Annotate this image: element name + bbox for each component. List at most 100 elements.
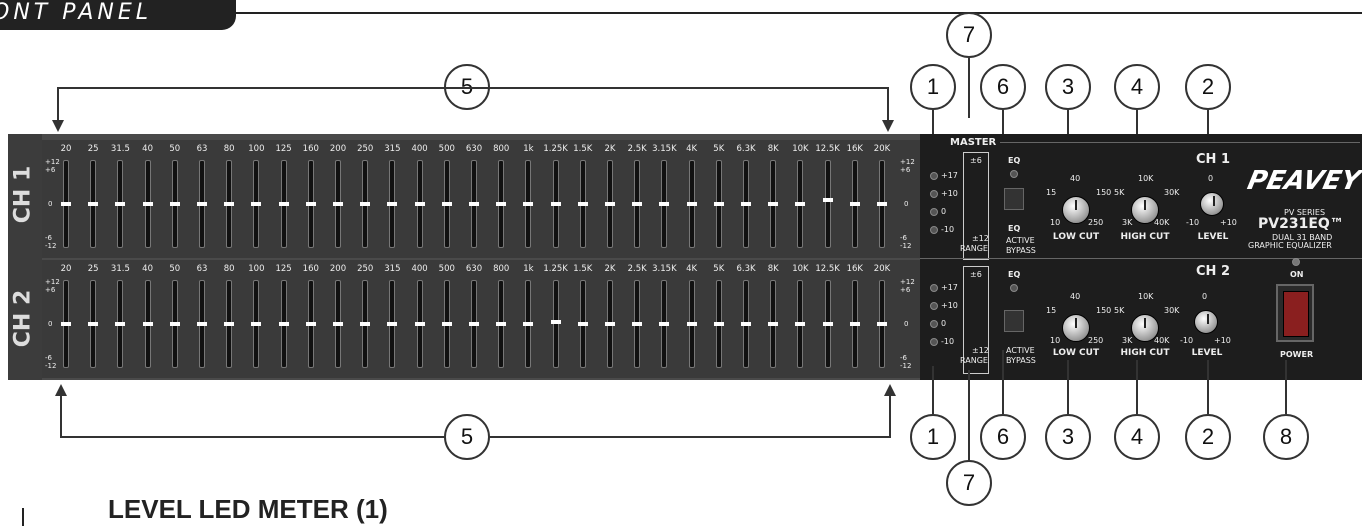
callout-low-cut-bottom: 3 xyxy=(1045,414,1091,460)
ch2-slider-cap[interactable] xyxy=(142,322,153,326)
ch1-slider-cap[interactable] xyxy=(305,202,316,206)
ch2-range-box xyxy=(963,266,989,374)
ch2-scale-mid-left: 0 xyxy=(48,320,53,328)
ch2-high-cut-knob[interactable] xyxy=(1131,314,1159,342)
ch1-slider-cap[interactable] xyxy=(88,202,99,206)
ch2-slider-cap[interactable] xyxy=(768,322,779,326)
ch2-slider-cap[interactable] xyxy=(224,322,235,326)
ch1-scale-bottom-right: -12 xyxy=(900,242,912,250)
ch2-slider-cap[interactable] xyxy=(414,322,425,326)
leader-sliders-bottom-right xyxy=(889,394,891,438)
channel-label-strip: CH 1 CH 2 xyxy=(8,134,42,380)
ch1-slider-cap[interactable] xyxy=(632,202,643,206)
ch1-slider-cap[interactable] xyxy=(877,202,887,206)
ch2-low-150: 150 xyxy=(1096,306,1112,315)
ch1-slider-cap[interactable] xyxy=(822,197,833,202)
ch2-led-neg10 xyxy=(930,338,938,346)
ch2-slider-cap[interactable] xyxy=(278,322,289,326)
ch1-slider-cap[interactable] xyxy=(169,202,180,206)
ch2-slider-cap[interactable] xyxy=(632,322,643,326)
ch1-slider-cap[interactable] xyxy=(251,202,262,206)
ch1-slider-cap[interactable] xyxy=(197,202,207,206)
ch2-slider-cap[interactable] xyxy=(333,322,343,326)
ch2-eq-label-top: EQ xyxy=(1008,270,1021,279)
ch2-low-15: 15 xyxy=(1046,306,1057,315)
ch1-range-6[interactable]: ±6 xyxy=(970,156,982,165)
ch1-slider-cap[interactable] xyxy=(360,202,371,206)
ch1-slider-cap[interactable] xyxy=(441,202,452,206)
ch2-slider-cap[interactable] xyxy=(360,322,371,326)
ch1-freq-label: 100 xyxy=(248,144,265,154)
ch2-slider-cap[interactable] xyxy=(686,322,697,326)
ch2-slider-cap[interactable] xyxy=(88,322,99,326)
ch2-slider-cap[interactable] xyxy=(169,322,180,326)
ch1-eq-switch[interactable] xyxy=(1004,188,1024,210)
ch1-slider-cap[interactable] xyxy=(142,202,153,206)
ch1-low-15: 15 xyxy=(1046,188,1057,197)
ch1-slider-cap[interactable] xyxy=(224,202,235,206)
ch2-led-17 xyxy=(930,284,938,292)
ch2-slider-cap[interactable] xyxy=(605,322,615,326)
ch2-slider-cap[interactable] xyxy=(197,322,207,326)
ch2-slider-cap[interactable] xyxy=(659,322,670,326)
ch1-slider-cap[interactable] xyxy=(333,202,343,206)
ch1-slider-cap[interactable] xyxy=(659,202,670,206)
section-heading: LEVEL LED METER (1) xyxy=(108,494,388,524)
ch1-slider-cap[interactable] xyxy=(387,202,398,206)
ch1-slider-cap[interactable] xyxy=(61,202,71,206)
ch2-range-12[interactable]: ±12 xyxy=(972,346,989,355)
ch1-slider-track[interactable] xyxy=(824,160,831,248)
ch2-slider-cap[interactable] xyxy=(577,322,588,326)
subtitle-2: GRAPHIC EQUALIZER xyxy=(1248,241,1332,250)
ch2-slider-cap[interactable] xyxy=(496,322,507,326)
ch2-slider-cap[interactable] xyxy=(822,322,833,326)
ch1-slider-cap[interactable] xyxy=(550,202,561,206)
power-rocker[interactable] xyxy=(1283,291,1309,337)
ch2-slider-cap[interactable] xyxy=(550,319,561,324)
ch2-freq-label: 20 xyxy=(60,264,72,274)
ch1-slider-cap[interactable] xyxy=(741,202,751,206)
ch2-slider-cap[interactable] xyxy=(741,322,751,326)
ch2-slider-cap[interactable] xyxy=(251,322,262,326)
ch2-level-knob[interactable] xyxy=(1194,310,1218,334)
ch1-slider-cap[interactable] xyxy=(849,202,860,206)
ch1-freq-label: 12.5K xyxy=(815,144,840,154)
ch1-slider-cap[interactable] xyxy=(768,202,779,206)
ch1-led-0 xyxy=(930,208,938,216)
ch1-scale-bottomsub-left: -6 xyxy=(45,234,52,242)
ch1-high-cut-knob[interactable] xyxy=(1131,196,1159,224)
ch2-slider-cap[interactable] xyxy=(849,322,860,326)
ch2-slider-track[interactable] xyxy=(552,280,559,368)
ch2-slider-cap[interactable] xyxy=(61,322,71,326)
ch2-slider-cap[interactable] xyxy=(305,322,316,326)
ch1-slider-cap[interactable] xyxy=(795,202,806,206)
ch1-slider-cap[interactable] xyxy=(115,202,126,206)
ch1-slider-cap[interactable] xyxy=(713,202,724,206)
ch1-low-cut-knob[interactable] xyxy=(1062,196,1090,224)
ch1-slider-cap[interactable] xyxy=(278,202,289,206)
ch2-low-cut-knob[interactable] xyxy=(1062,314,1090,342)
ch1-slider-cap[interactable] xyxy=(577,202,588,206)
ch1-slider-cap[interactable] xyxy=(496,202,507,206)
ch2-slider-cap[interactable] xyxy=(523,322,534,326)
ch2-range-6[interactable]: ±6 xyxy=(970,270,982,279)
ch1-slider-cap[interactable] xyxy=(686,202,697,206)
ch1-level-knob[interactable] xyxy=(1200,192,1224,216)
ch2-eq-switch[interactable] xyxy=(1004,310,1024,332)
ch2-slider-cap[interactable] xyxy=(713,322,724,326)
power-switch[interactable] xyxy=(1276,284,1314,342)
ch2-freq-label: 125 xyxy=(275,264,292,274)
ch1-slider-cap[interactable] xyxy=(414,202,425,206)
ch2-slider-cap[interactable] xyxy=(877,322,887,326)
ch1-slider-cap[interactable] xyxy=(469,202,479,206)
ch2-slider-cap[interactable] xyxy=(469,322,479,326)
ch1-freq-label: 200 xyxy=(329,144,347,154)
ch1-slider-cap[interactable] xyxy=(605,202,615,206)
ch2-slider-cap[interactable] xyxy=(387,322,398,326)
ch2-slider-cap[interactable] xyxy=(795,322,806,326)
ch2-meter-10: +10 xyxy=(941,301,958,310)
ch2-slider-cap[interactable] xyxy=(441,322,452,326)
ch2-slider-cap[interactable] xyxy=(115,322,126,326)
ch1-slider-cap[interactable] xyxy=(523,202,534,206)
ch1-range-12[interactable]: ±12 xyxy=(972,234,989,243)
